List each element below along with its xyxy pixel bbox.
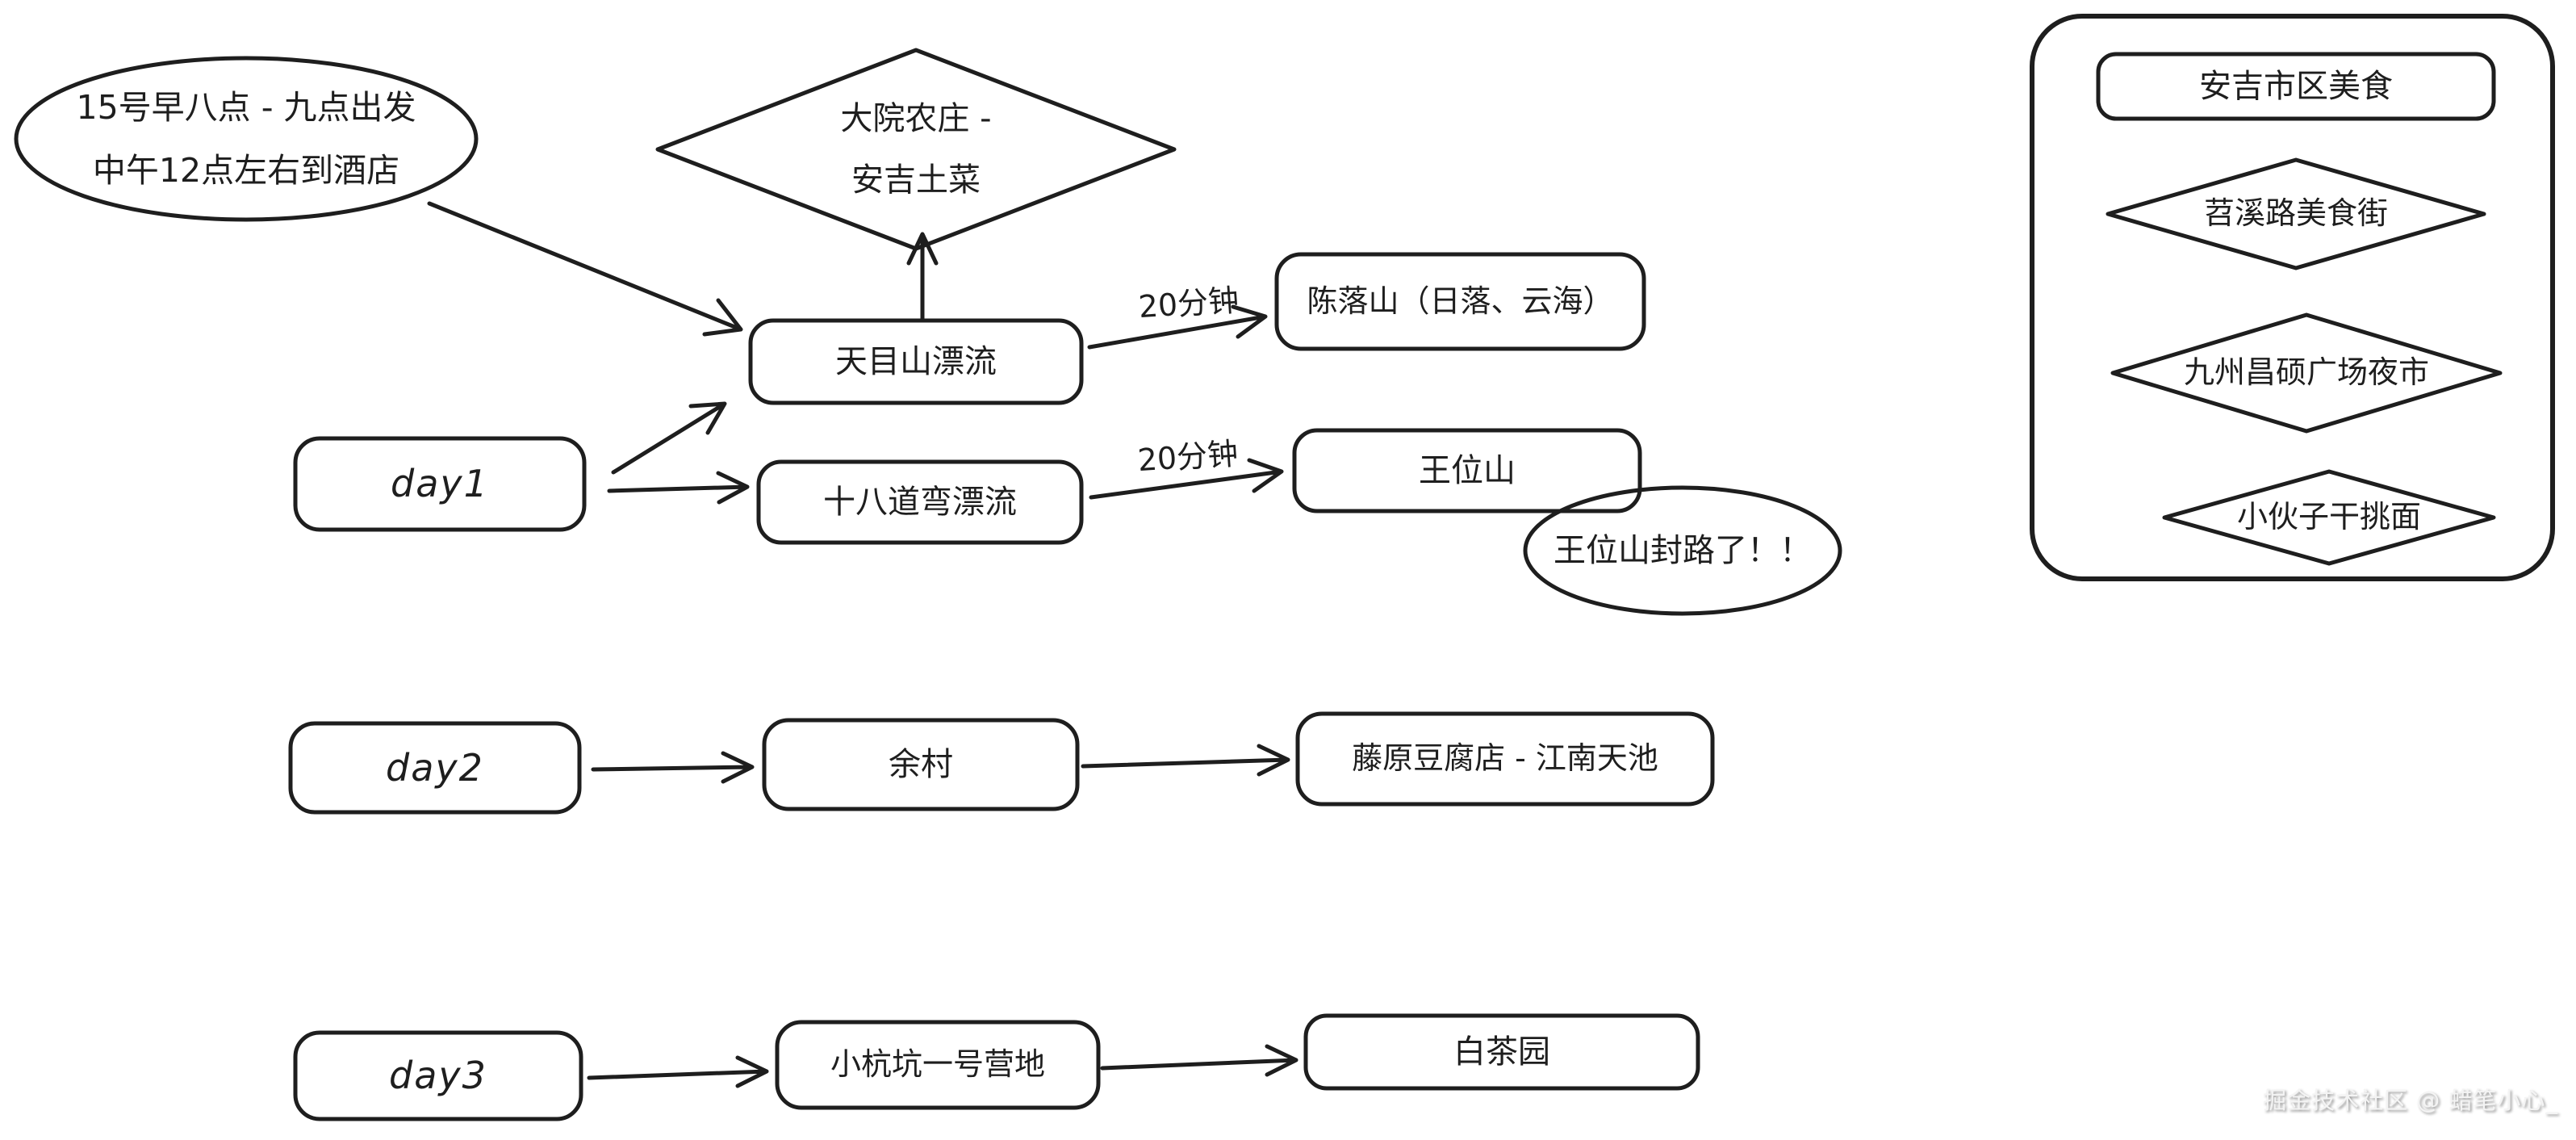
yucun-box-shape	[762, 718, 1080, 811]
wangweishan-closed-label: 王位山封路了！！	[1554, 532, 1812, 569]
food-panel-item-tiaoxilu: 苕溪路美食街	[2203, 195, 2388, 232]
day2-label: day2	[386, 745, 484, 790]
wangweishan-closed-ellipse-shape	[1523, 485, 1842, 616]
tengyuan-box-shape	[1295, 711, 1715, 807]
arrow-day1-to-shibadaowan	[607, 471, 750, 505]
day3-box-shape	[293, 1030, 583, 1121]
departure-note-ellipse-shape	[14, 56, 479, 222]
xiaohangkeng-box-shape	[775, 1020, 1101, 1110]
shibadaowan-label: 十八道弯漂流	[823, 484, 1017, 521]
day1-box-shape	[293, 436, 587, 532]
dayuan-farm-line2: 安吉土菜	[851, 161, 981, 199]
food-panel-title-box-shape	[2096, 52, 2496, 121]
xiaohangkeng-label: 小杭坑一号营地	[830, 1046, 1045, 1083]
food-panel-item-jiuzhou: 九州昌硕广场夜市	[2183, 354, 2429, 391]
arrow-day2-to-yucun	[591, 751, 755, 784]
dayuan-farm-diamond-shape	[655, 48, 1177, 251]
arrow-tianmushan-to-chenluoshan	[1087, 304, 1268, 350]
xiaohuozi-diamond-shape	[2162, 469, 2496, 566]
arrow-note-to-tianmushan	[427, 201, 743, 337]
food-panel-item-xiaohuozi: 小伙子干挑面	[2236, 499, 2421, 535]
day1-label: day1	[391, 462, 489, 506]
duration-label-shibadaowan-wangweishan: 20分钟	[1136, 436, 1240, 479]
tianmushan-box-shape	[748, 318, 1084, 405]
food-panel-title: 安吉市区美食	[2199, 68, 2393, 105]
jiuzhou-diamond-shape	[2110, 312, 2503, 434]
arrow-xiaohangkeng-to-baichayuan	[1100, 1044, 1298, 1077]
dayuan-farm-label: 大院农庄 - 安吉土菜	[714, 77, 1118, 222]
watermark-text: 掘金技术社区 @ 蜡笔小心_	[2263, 1087, 2558, 1114]
departure-note-line2: 中午12点左右到酒店	[92, 150, 400, 190]
arrow-day3-to-xiaohangkeng	[587, 1055, 769, 1088]
arrow-yucun-to-tengyuan	[1081, 744, 1290, 777]
arrow-shibadaowan-to-wangweishan	[1089, 458, 1284, 500]
baichayuan-box-shape	[1303, 1013, 1700, 1091]
chenluoshan-label: 陈落山（日落、云海）	[1307, 283, 1614, 319]
arrow-day1-to-tianmushan	[611, 401, 727, 475]
day3-label: day3	[389, 1054, 487, 1098]
dayuan-farm-line1: 大院农庄 -	[840, 100, 992, 137]
chenluoshan-box-shape	[1274, 252, 1646, 351]
baichayuan-label: 白茶园	[1453, 1033, 1550, 1071]
tianmushan-label: 天目山漂流	[835, 343, 997, 380]
duration-label-tianmushan-chenluoshan: 20分钟	[1137, 283, 1240, 325]
day2-box-shape	[288, 721, 582, 815]
arrow-tianmushan-to-dayuan	[906, 232, 939, 322]
wangweishan-box-shape	[1292, 428, 1642, 513]
shibadaowan-box-shape	[756, 459, 1084, 545]
tengyuan-label: 藤原豆腐店 - 江南天池	[1352, 740, 1658, 777]
yucun-label: 余村	[889, 746, 953, 783]
food-panel-container-shape	[2030, 14, 2555, 581]
departure-note-line1: 15号早八点 - 九点出发	[76, 87, 416, 127]
wangweishan-label: 王位山	[1419, 452, 1516, 489]
tiaoxilu-diamond-shape	[2106, 157, 2486, 270]
departure-note-label: 15号早八点 - 九点出发 中午12点左右到酒店	[32, 65, 460, 214]
